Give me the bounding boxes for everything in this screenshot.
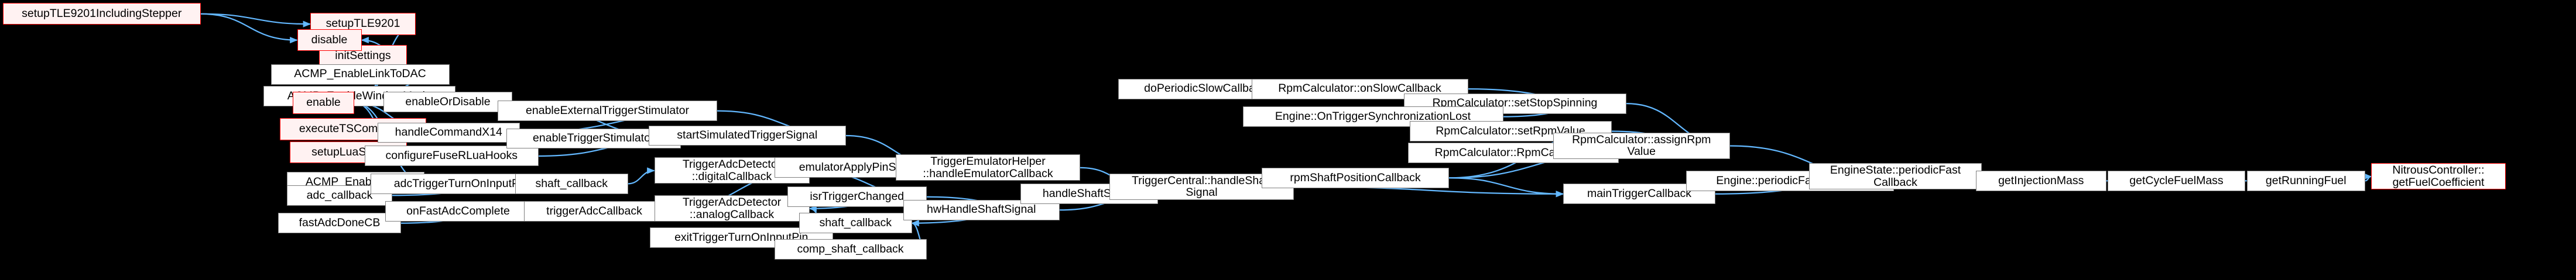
- graph-node-c2[interactable]: disable: [297, 29, 362, 51]
- graph-node-g3[interactable]: TriggerAdcDetector::analogCallback: [654, 195, 810, 222]
- graph-node-line: Signal: [1186, 186, 1218, 199]
- graph-node-i1[interactable]: TriggerEmulatorHelper::handleEmulatorCal…: [896, 154, 1080, 181]
- graph-node-line: ::handleEmulatorCallback: [923, 167, 1053, 180]
- graph-node-c1[interactable]: enable: [293, 92, 354, 114]
- graph-node-l3[interactable]: getInjectionMass: [1976, 170, 2106, 191]
- graph-edge: [2363, 173, 2372, 182]
- graph-node-d3[interactable]: configureFuseRLuaHooks: [364, 146, 539, 167]
- graph-edge: [200, 13, 311, 27]
- graph-node-line: getFuelCoefficient: [2392, 175, 2485, 189]
- graph-node-l6[interactable]: NitrousController::getFuelCoefficient: [2371, 163, 2506, 190]
- graph-node-f1[interactable]: enableExternalTriggerStimulator: [498, 101, 717, 122]
- graph-edge: [200, 13, 298, 44]
- graph-node-n0[interactable]: setupTLE9201IncludingStepper: [3, 2, 201, 25]
- graph-node-k8[interactable]: rpmShaftPositionCallback: [1262, 167, 1449, 188]
- graph-node-line: TriggerAdcDetector: [682, 158, 782, 171]
- graph-node-c6[interactable]: fastAdcDoneCB: [278, 213, 401, 234]
- graph-node-line: TriggerAdcDetector: [682, 196, 782, 209]
- graph-node-i2[interactable]: hwHandleShaftSignal: [903, 199, 1060, 220]
- graph-node-d5[interactable]: onFastAdcComplete: [385, 201, 532, 222]
- graph-node-k3[interactable]: RpmCalculator::setStopSpinning: [1403, 93, 1626, 114]
- graph-node-c5[interactable]: adc_callback: [287, 185, 392, 206]
- graph-node-f3[interactable]: shaft_callback: [515, 173, 628, 194]
- graph-node-l5[interactable]: getRunningFuel: [2246, 170, 2365, 191]
- graph-node-line: ::analogCallback: [689, 208, 775, 221]
- graph-node-line: TriggerEmulatorHelper: [930, 155, 1046, 168]
- graph-node-line: Callback: [1873, 175, 1917, 189]
- graph-node-d2[interactable]: handleCommandX14: [378, 122, 520, 143]
- graph-node-f4[interactable]: triggerAdcCallback: [524, 201, 664, 222]
- graph-node-k4[interactable]: Engine::OnTriggerSynchronizationLost: [1242, 106, 1503, 127]
- graph-node-line: EngineState::periodicFast: [1830, 164, 1961, 177]
- graph-node-line: ::digitalCallback: [691, 170, 772, 183]
- graph-node-g1[interactable]: startSimulatedTriggerSignal: [648, 125, 846, 146]
- graph-node-line: RpmCalculator::assignRpm: [1572, 133, 1711, 146]
- graph-node-line: NitrousController::: [2392, 164, 2485, 177]
- graph-node-g4[interactable]: comp_shaft_callback: [774, 239, 927, 260]
- graph-node-h3[interactable]: shaft_callback: [799, 213, 912, 234]
- graph-node-line: Value: [1627, 145, 1656, 158]
- graph-edge: [628, 167, 655, 185]
- graph-node-l4[interactable]: getCycleFuelMass: [2108, 170, 2245, 191]
- graph-node-n3[interactable]: ACMP_EnableLinkToDAC: [270, 64, 450, 85]
- graph-node-line: TriggerCentral::handleShaft: [1132, 174, 1272, 187]
- graph-node-d1[interactable]: enableOrDisable: [383, 92, 512, 113]
